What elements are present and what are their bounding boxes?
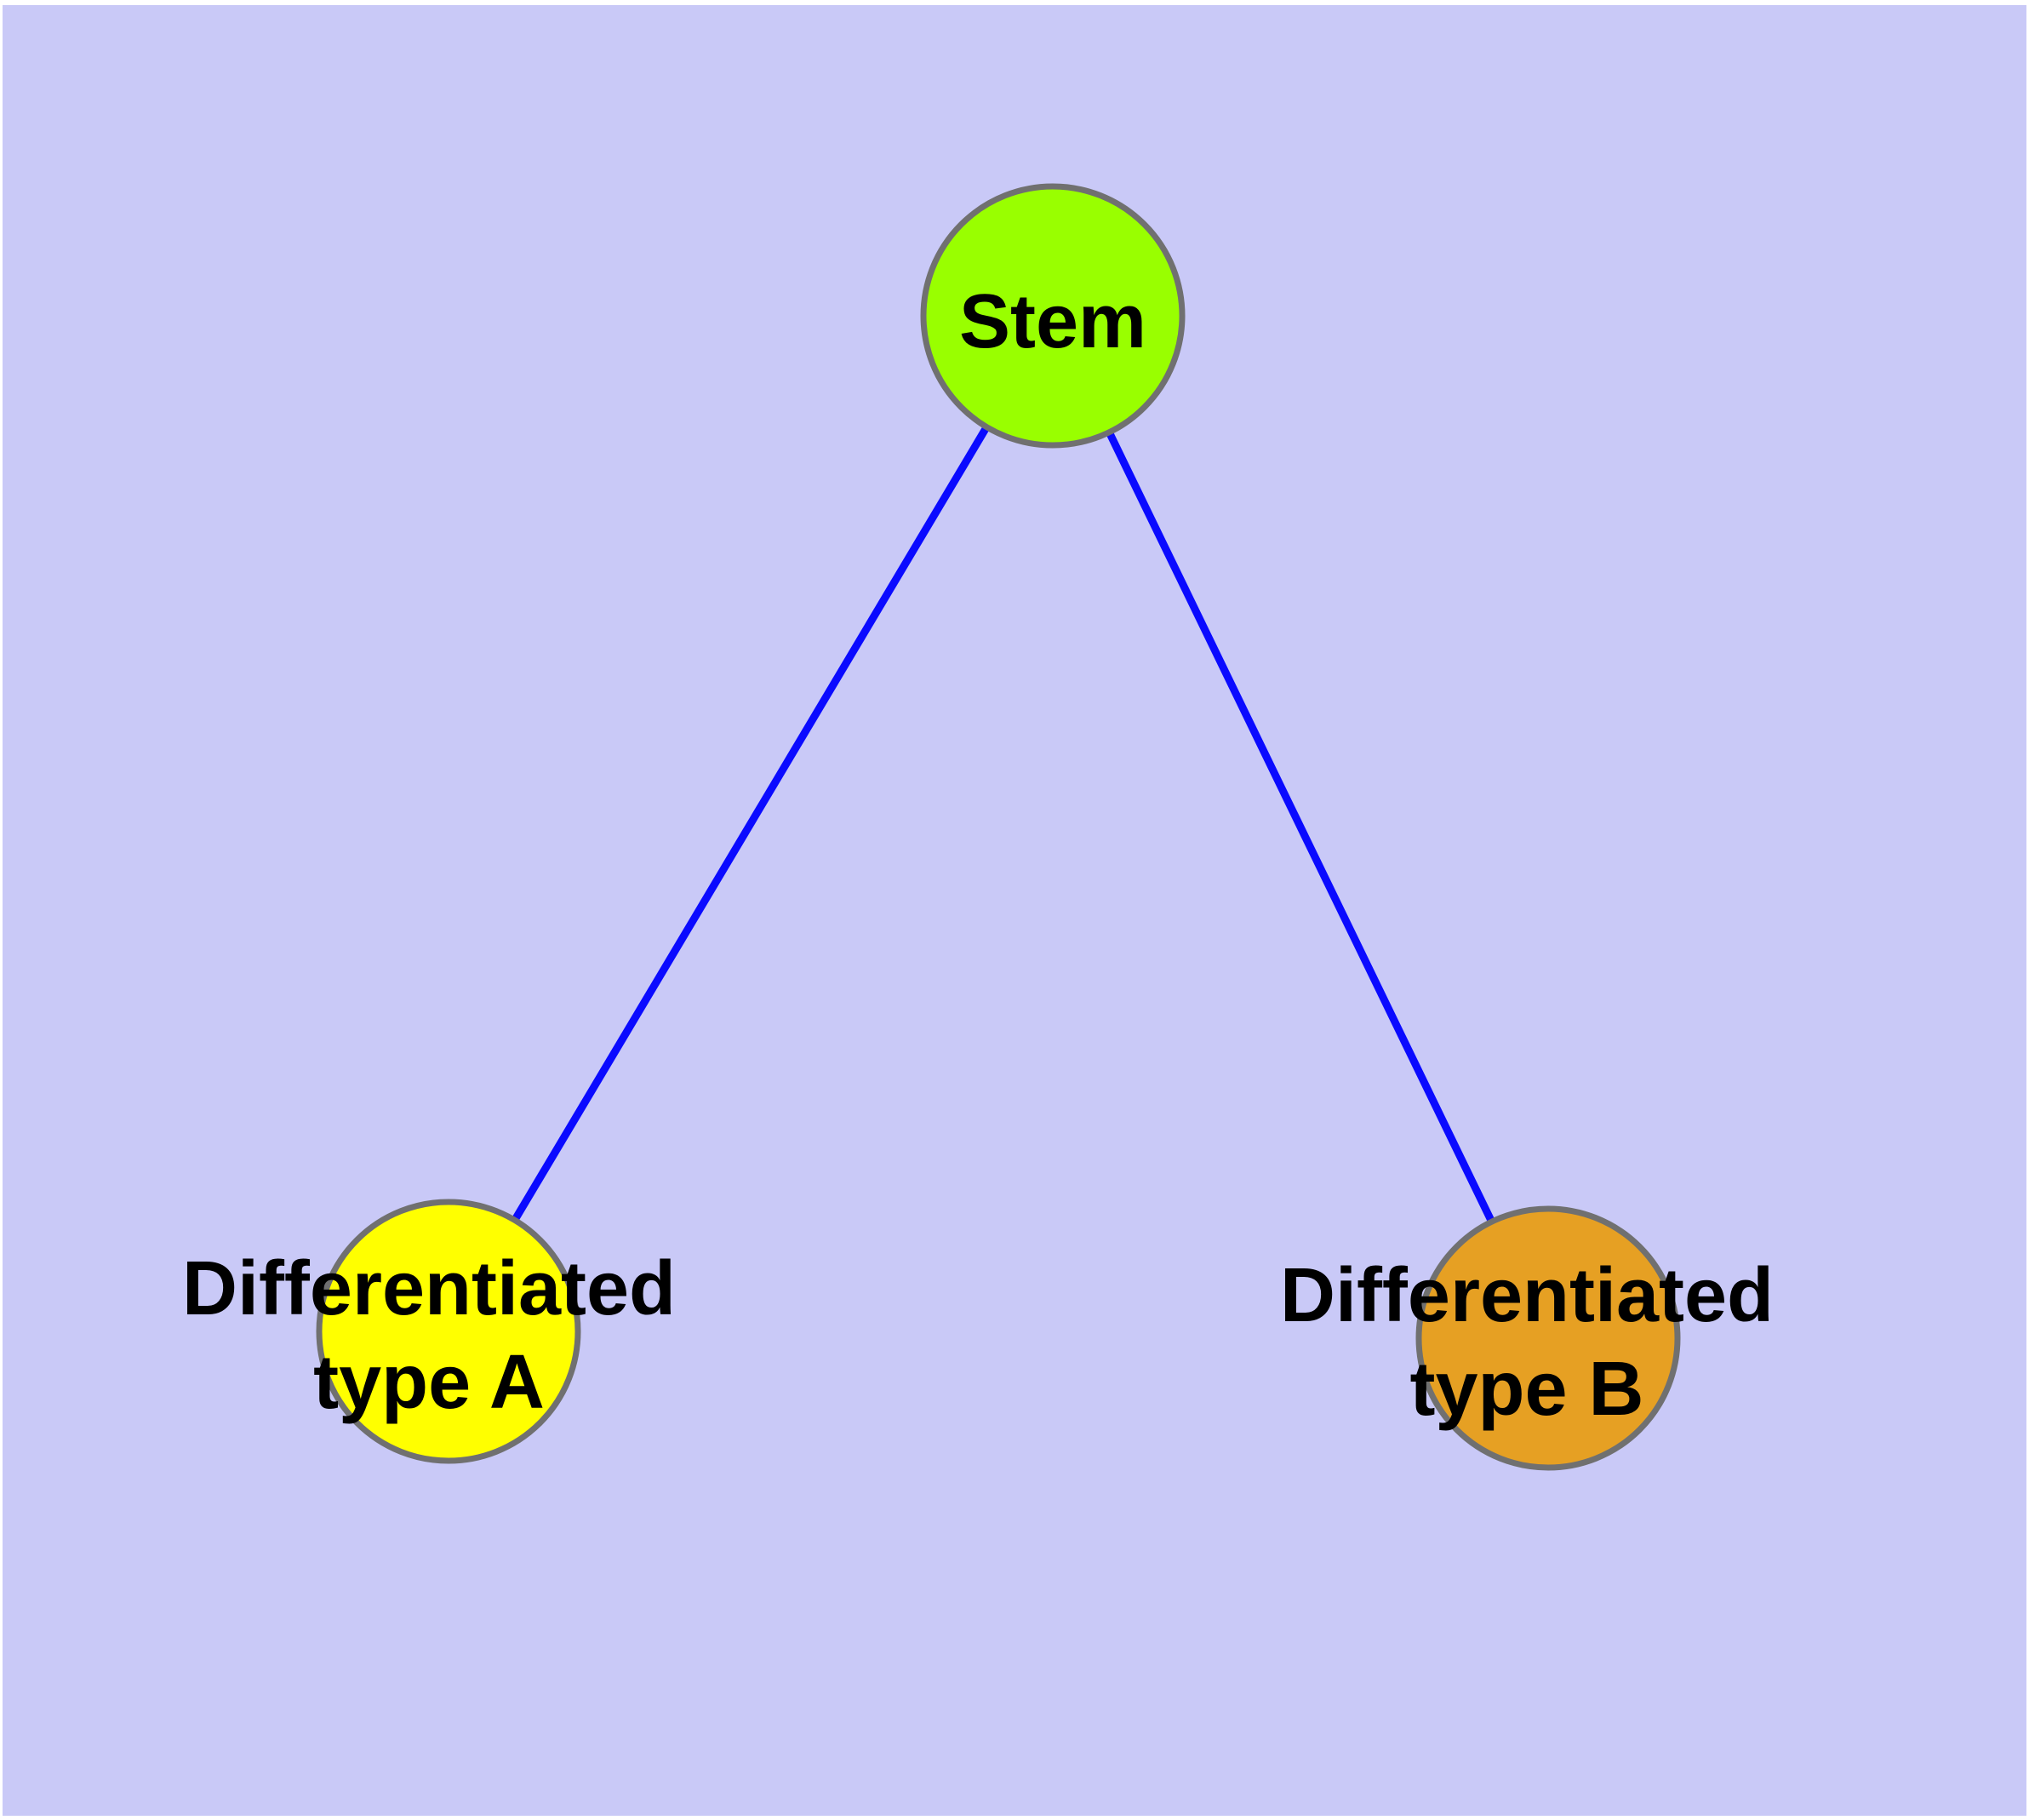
node-differentiated-type-a-label-line-2: type A [313, 1340, 545, 1425]
node-stem-label-line-1: Stem [959, 279, 1146, 364]
edge-stem-to-differentiated-type-b [1049, 314, 1552, 1340]
node-differentiated-type-a-label: Differentiated type A [182, 1246, 676, 1425]
node-differentiated-type-a-label-line-1: Differentiated [182, 1246, 676, 1331]
node-differentiated-type-b-circle [1415, 1205, 1681, 1471]
node-differentiated-type-b-label-line-1: Differentiated [1280, 1253, 1774, 1338]
node-differentiated-type-b-label: Differentiated type B [1280, 1253, 1774, 1432]
node-differentiated-type-a-circle [316, 1199, 581, 1464]
node-stem-label: Stem [959, 279, 1146, 364]
node-differentiated-type-b-label-line-2: type B [1409, 1347, 1643, 1432]
edge-stem-to-differentiated-type-a [445, 313, 1056, 1334]
node-stem-circle [920, 183, 1186, 449]
